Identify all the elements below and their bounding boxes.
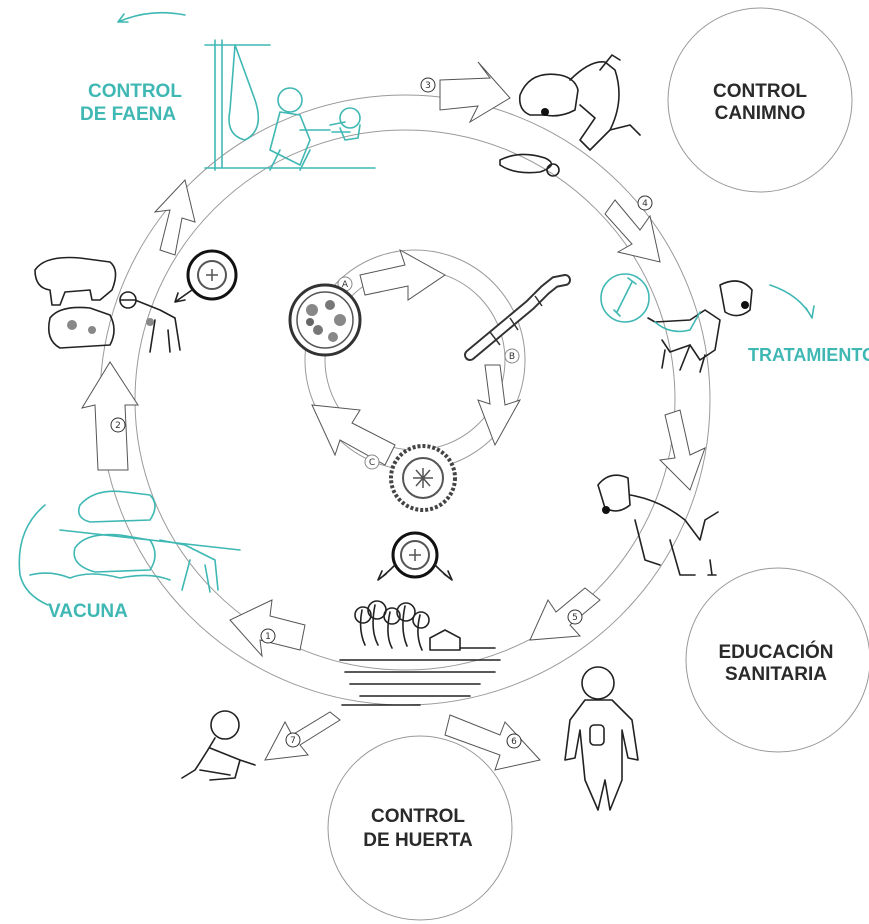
vaccinated-livestock-illustration [29, 490, 241, 593]
dog-eating-illustration [499, 54, 641, 177]
baby-crawling-illustration [181, 710, 256, 781]
svg-text:5: 5 [572, 613, 578, 623]
step-number-6: 6 [506, 733, 522, 749]
egg-icon [389, 444, 457, 512]
vacuna-label: VACUNA [18, 504, 128, 622]
svg-text:6: 6 [511, 737, 517, 747]
tapeworm-icon [464, 274, 571, 361]
svg-text:A: A [342, 280, 349, 290]
inner-arrow-c [311, 404, 396, 466]
egg-release-icon [377, 531, 453, 581]
educacion-sanitaria-line2: SANITARIA [725, 664, 827, 685]
tratamiento-label: TRATAMIENTO [748, 284, 869, 365]
control-faena-label: CONTROL DE FAENA [80, 11, 186, 125]
step-number-4: 4 [637, 195, 653, 211]
arrow-top-left [153, 178, 196, 256]
inner-letter-c: C [364, 454, 380, 470]
educacion-sanitaria-line1: EDUCACIÓN [718, 641, 833, 663]
svg-text:B: B [509, 352, 515, 362]
farm-landscape-illustration [339, 600, 501, 706]
step-number-2: 2 [110, 417, 126, 433]
control-huerta-line1: CONTROL [371, 806, 465, 827]
arrow-6 [444, 714, 541, 771]
educacion-sanitaria-circle: EDUCACIÓN SANITARIA [685, 567, 869, 753]
svg-text:4: 4 [642, 199, 648, 209]
svg-text:3: 3 [425, 81, 431, 91]
svg-text:C: C [369, 458, 375, 468]
step-number-1: 1 [260, 628, 276, 644]
arrow-4 [604, 199, 661, 263]
livestock-illustration [34, 256, 181, 353]
arrow-4b [658, 409, 706, 491]
vacuna-text: VACUNA [48, 601, 128, 622]
control-canimno-circle: CONTROL CANIMNO [667, 7, 853, 193]
outer-cycle-ring [99, 94, 711, 706]
arrow-7 [264, 711, 341, 761]
slaughter-scene-illustration [204, 39, 376, 171]
control-huerta-circle: CONTROL DE HUERTA [327, 735, 513, 921]
control-canimno-line1: CONTROL [713, 81, 807, 102]
step-number-3: 3 [420, 77, 436, 93]
step-number-5: 5 [567, 609, 583, 625]
inner-letter-b: B [504, 348, 520, 364]
arrow-2 [80, 361, 139, 471]
svg-text:2: 2 [115, 421, 121, 431]
hydatid-cyst-icon [288, 283, 362, 357]
svg-text:7: 7 [290, 736, 296, 746]
egg-livestock-icon [174, 249, 238, 303]
arrow-3 [439, 61, 511, 124]
outer-cycle-arrows [80, 61, 706, 771]
control-huerta-line2: DE HUERTA [363, 830, 473, 851]
svg-text:1: 1 [265, 632, 271, 642]
arrow-5 [529, 587, 601, 641]
inner-arrow-a [359, 248, 446, 301]
tratamiento-text: TRATAMIENTO [748, 345, 869, 365]
arrow-1 [229, 599, 306, 658]
inner-cycle: A B C [288, 248, 571, 512]
step-number-7: 7 [285, 732, 301, 748]
dog-treatment-illustration [600, 273, 753, 373]
step-numbers: 3 4 5 1 2 7 6 [110, 77, 653, 749]
dog-defecating-illustration [597, 474, 719, 576]
control-faena-line1: CONTROL [88, 81, 182, 102]
control-canimno-line2: CANIMNO [715, 103, 806, 124]
control-faena-line2: DE FAENA [80, 104, 176, 125]
inner-arrow-b [477, 364, 522, 447]
child-illustration [564, 666, 639, 811]
